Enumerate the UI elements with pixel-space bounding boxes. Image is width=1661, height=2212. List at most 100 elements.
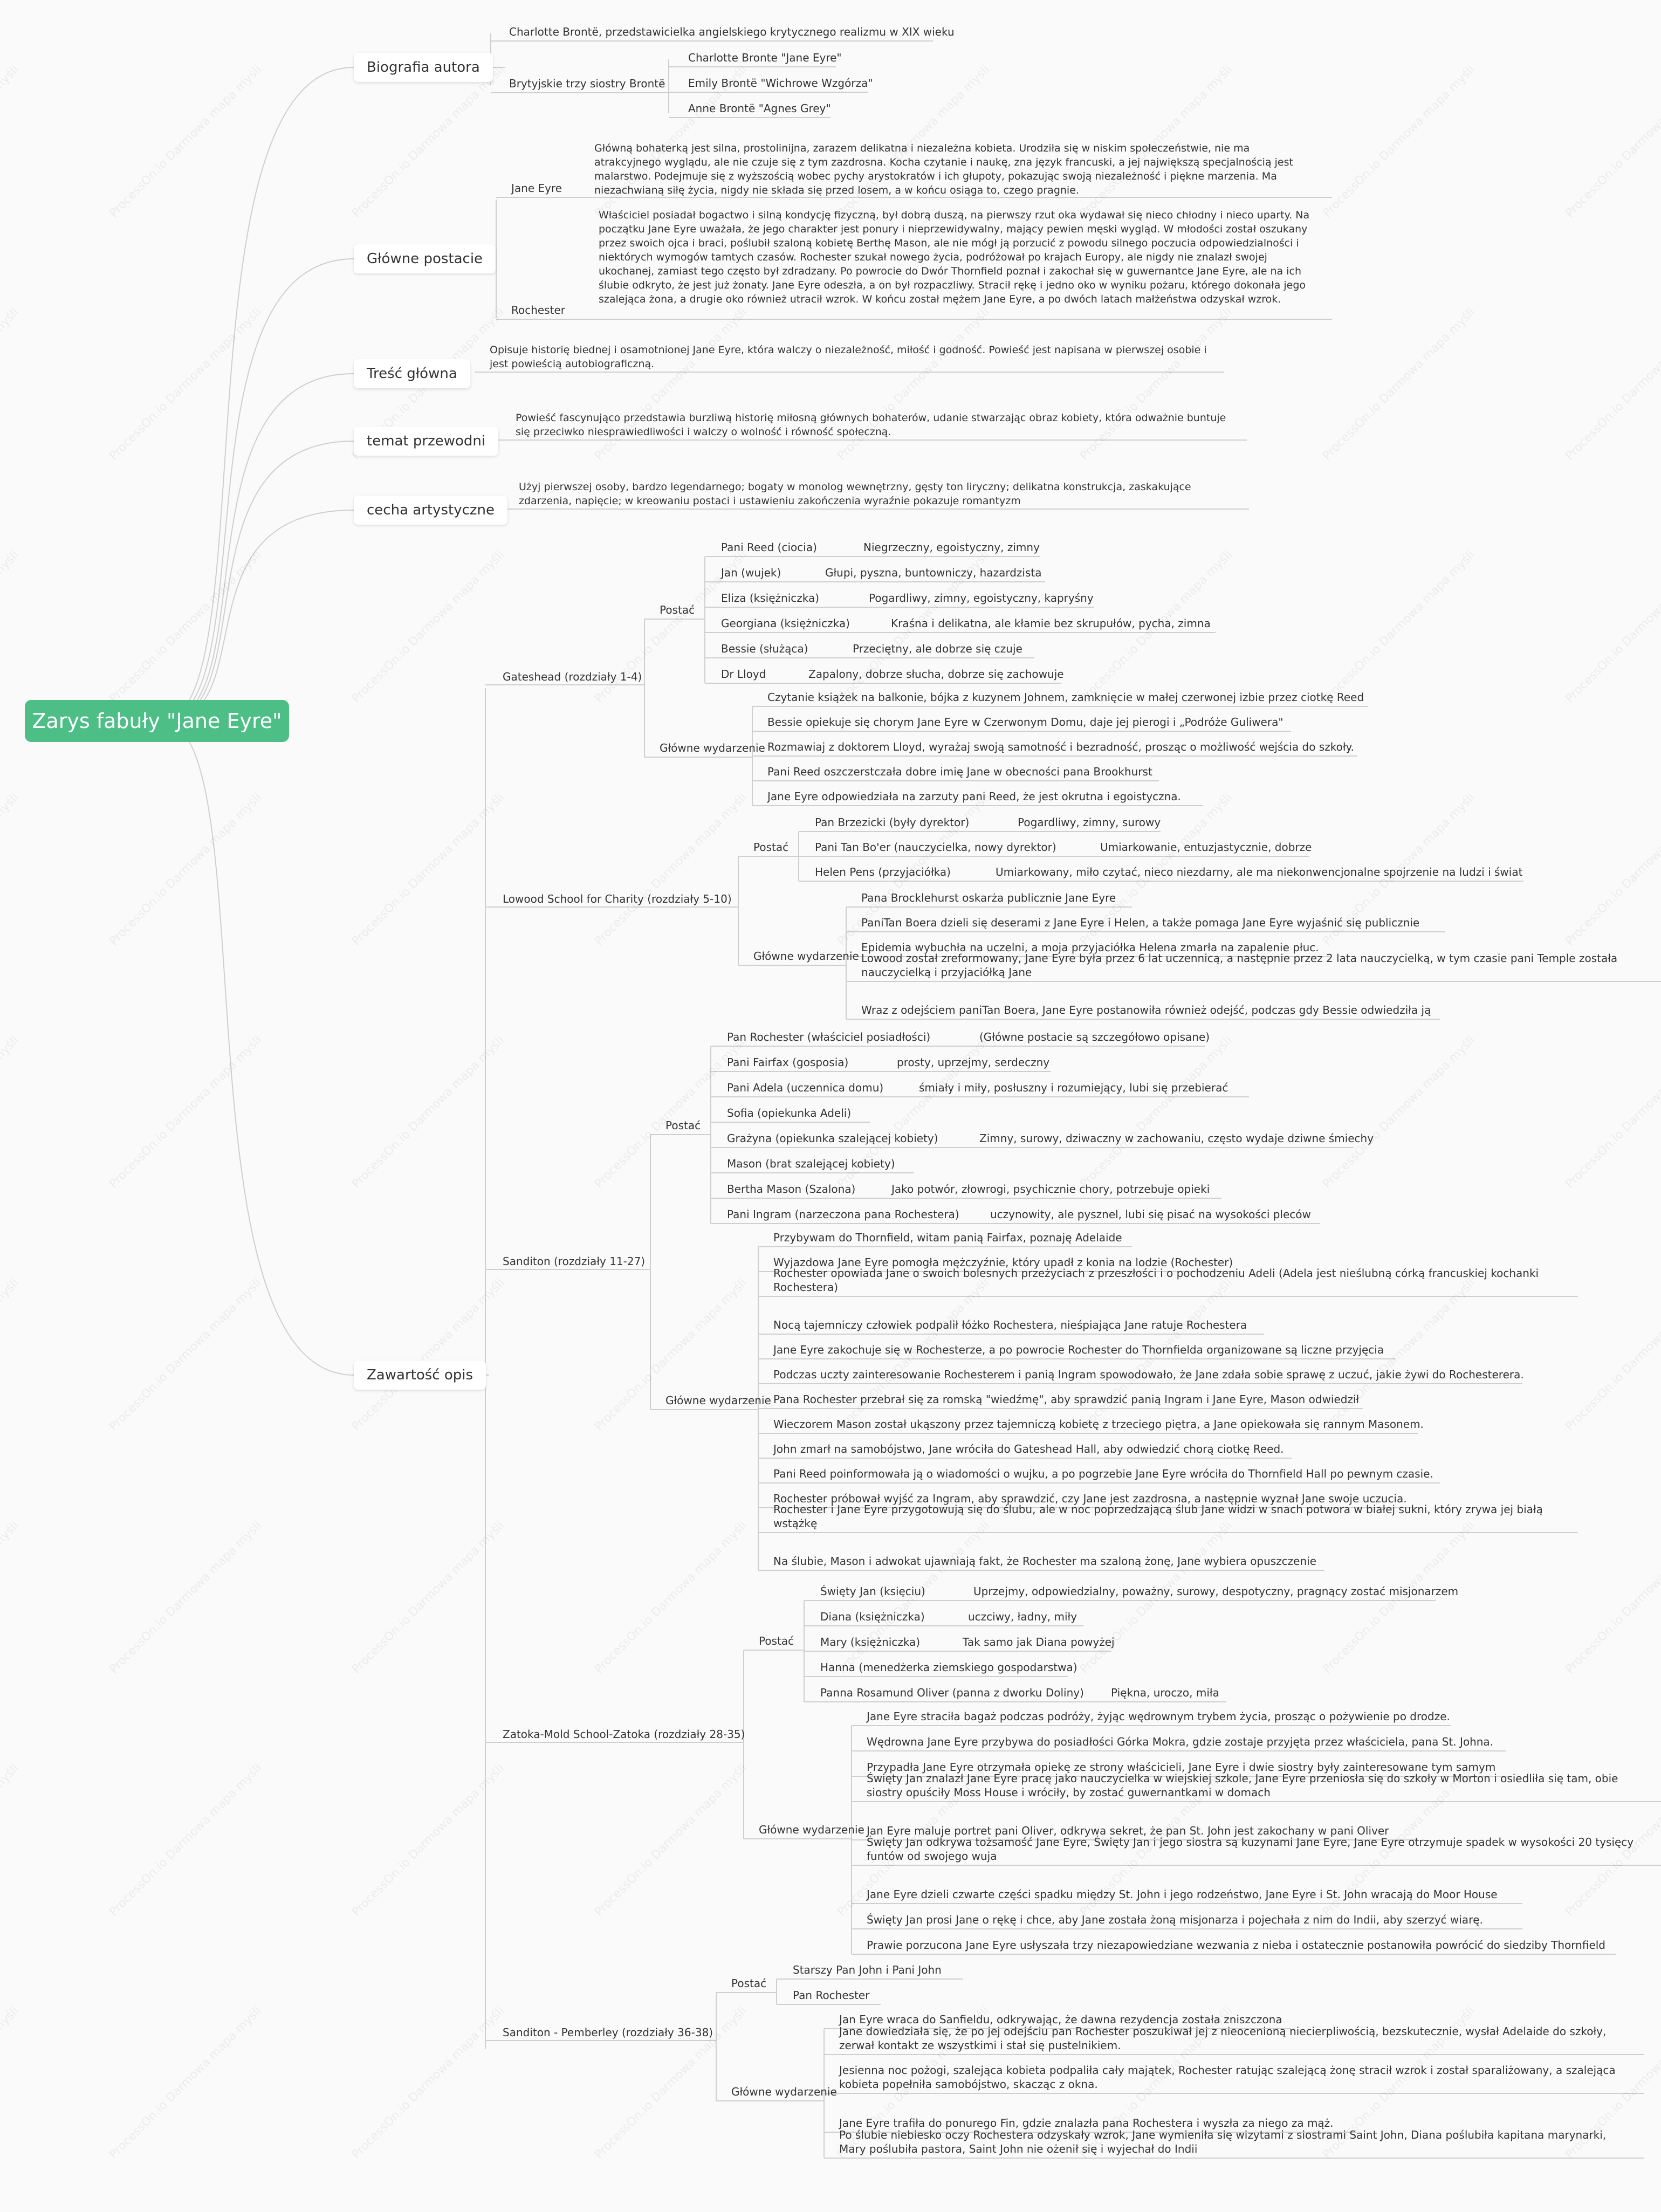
section-sanditon-characters-label[interactable]: Postać (665, 1119, 701, 1132)
event-item[interactable]: Lowood został zreformowany, Jane Eyre by… (861, 952, 1618, 979)
event-item[interactable]: Jane Eyre odpowiedziała na zarzuty pani … (767, 790, 1181, 803)
branch-biography[interactable]: Biografia autora (354, 53, 493, 82)
section-lowood-characters-label[interactable]: Postać (753, 841, 789, 854)
character-trait[interactable]: Umiarkowany, miło czytać, nieco niezdarn… (996, 865, 1523, 878)
branch-content-description[interactable]: Zawartość opis (354, 1361, 486, 1390)
event-item[interactable]: Pana Brocklehurst oskarża publicznie Jan… (861, 891, 1116, 904)
main-content-desc[interactable]: Opisuje historię biednej i osamotnionej … (490, 344, 1207, 370)
character-trait[interactable]: Pogardliwy, zimny, egoistyczny, kapryśny (869, 592, 1094, 604)
bio-three-sisters[interactable]: Brytyjskie trzy siostry Brontë (509, 77, 665, 90)
character-trait[interactable]: Zimny, surowy, dziwaczny w zachowaniu, c… (979, 1132, 1374, 1145)
event-item[interactable]: Wraz z odejściem paniTan Boera, Jane Eyr… (861, 1004, 1431, 1016)
character-trait[interactable]: prosty, uprzejmy, serdeczny (897, 1056, 1050, 1069)
char-jane-desc[interactable]: Główną bohaterką jest silna, prostolinij… (594, 142, 1293, 196)
event-item[interactable]: Na ślubie, Mason i adwokat ujawniają fak… (773, 1555, 1317, 1568)
artistic-features-desc[interactable]: Użyj pierwszej osoby, bardzo legendarneg… (519, 481, 1191, 507)
character-trait[interactable]: Uprzejmy, odpowiedzialny, poważny, surow… (973, 1585, 1459, 1598)
section-lowood[interactable]: Lowood School for Charity (rozdziały 5-1… (503, 892, 732, 905)
character-name[interactable]: Hanna (menedżerka ziemskiego gospodarstw… (820, 1661, 1077, 1674)
character-name[interactable]: Eliza (księżniczka) (721, 592, 820, 604)
character-trait[interactable]: Zapalony, dobrze słucha, dobrze się zach… (808, 668, 1064, 681)
character-name[interactable]: Sofia (opiekunka Adeli) (727, 1107, 852, 1119)
event-item[interactable]: Nocą tajemniczy człowiek podpalił łóżko … (773, 1318, 1247, 1331)
character-name[interactable]: Mason (brat szalejącej kobiety) (727, 1157, 895, 1170)
event-item[interactable]: Bessie opiekuje się chorym Jane Eyre w C… (767, 716, 1284, 729)
event-item[interactable]: Po ślubie niebiesko oczy Rochestera odzy… (839, 2128, 1607, 2155)
main-theme-desc[interactable]: Powieść fascynująco przedstawia burzliwą… (516, 412, 1226, 438)
character-name[interactable]: Bessie (służąca) (721, 642, 808, 655)
section-zatoka[interactable]: Zatoka-Mold School-Zatoka (rozdziały 28-… (503, 1728, 745, 1741)
char-jane-eyre[interactable]: Jane Eyre (511, 182, 562, 195)
character-name[interactable]: Pan Rochester (właściciel posiadłości) (727, 1031, 931, 1043)
branch-main-characters[interactable]: Główne postacie (354, 244, 496, 273)
event-item[interactable]: Święty Jan odkrywa tożsamość Jane Eyre, … (867, 1836, 1634, 1863)
character-trait[interactable]: uczynowity, ale pysznel, lubi się pisać … (990, 1208, 1311, 1221)
section-pemb[interactable]: Sanditon - Pemberley (rozdziały 36-38) (503, 2026, 713, 2039)
event-item[interactable]: Prawie porzucona Jane Eyre usłyszała trz… (867, 1939, 1605, 1952)
bio-charlotte-realism[interactable]: Charlotte Brontë, przedstawicielka angie… (509, 25, 955, 38)
character-trait[interactable]: Niegrzeczny, egoistyczny, zimny (863, 541, 1040, 554)
event-item[interactable]: Rochester próbował wyjść za Ingram, aby … (773, 1492, 1407, 1505)
character-trait[interactable]: Pogardliwy, zimny, surowy (1018, 816, 1161, 829)
section-sanditon-events-label[interactable]: Główne wydarzenie (665, 1394, 771, 1407)
event-item[interactable]: Wyjazdowa Jane Eyre pomogła mężczyźnie, … (773, 1256, 1233, 1269)
character-name[interactable]: Bertha Mason (Szalona) (727, 1183, 856, 1196)
character-name[interactable]: Święty Jan (księciu) (820, 1585, 925, 1598)
event-item[interactable]: Rochester i Jane Eyre przygotowują się d… (773, 1503, 1543, 1530)
event-item[interactable]: Jane Eyre dzieli czwarte części spadku m… (867, 1888, 1498, 1901)
section-sanditon[interactable]: Sanditon (rozdziały 11-27) (503, 1255, 646, 1268)
section-zatoka-characters-label[interactable]: Postać (759, 1634, 794, 1647)
character-trait[interactable]: Piękna, uroczo, miła (1111, 1686, 1219, 1699)
character-name[interactable]: Pan Brzezicki (były dyrektor) (815, 816, 970, 829)
bio-wuthering-heights[interactable]: Emily Brontë "Wichrowe Wzgórza" (688, 77, 873, 90)
character-name[interactable]: Starszy Pan John i Pani John (793, 1963, 942, 1976)
character-trait[interactable]: Umiarkowanie, entuzjastycznie, dobrze (1100, 841, 1312, 854)
event-item[interactable]: Epidemia wybuchła na uczelni, a moja prz… (861, 941, 1319, 954)
character-trait[interactable]: Przeciętny, ale dobrze się czuje (853, 642, 1022, 655)
event-item[interactable]: Jane Eyre zakochuje się w Rochesterze, a… (773, 1343, 1384, 1356)
branch-artistic-features[interactable]: cecha artystyczne (354, 496, 508, 525)
character-name[interactable]: Pani Tan Bo'er (nauczycielka, nowy dyrek… (815, 841, 1056, 854)
section-pemb-characters-label[interactable]: Postać (731, 1977, 767, 1990)
character-name[interactable]: Jan (wujek) (721, 566, 781, 579)
event-item[interactable]: Pani Reed poinformowała ją o wiadomości … (773, 1467, 1433, 1480)
event-item[interactable]: Rochester opowiada Jane o swoich bolesny… (773, 1267, 1539, 1294)
branch-main-content[interactable]: Treść główna (354, 359, 470, 388)
character-name[interactable]: Dr Lloyd (721, 668, 766, 681)
character-trait[interactable]: śmiały i miły, posłuszny i rozumiejący, … (919, 1081, 1228, 1094)
event-item[interactable]: Święty Jan prosi Jane o rękę i chce, aby… (867, 1913, 1483, 1926)
character-name[interactable]: Pani Adela (uczennica domu) (727, 1081, 884, 1094)
event-item[interactable]: Pana Rochester przebrał się za romską "w… (773, 1393, 1360, 1406)
section-pemb-events-label[interactable]: Główne wydarzenie (731, 2085, 837, 2098)
character-name[interactable]: Georgiana (księżniczka) (721, 617, 850, 630)
event-item[interactable]: Jesienna noc pożogi, szalejąca kobieta p… (839, 2064, 1616, 2091)
event-item[interactable]: Przybywam do Thornfield, witam panią Fai… (773, 1231, 1122, 1244)
character-name[interactable]: Helen Pens (przyjaciółka) (815, 865, 951, 878)
section-zatoka-events-label[interactable]: Główne wydarzenie (759, 1823, 864, 1836)
event-item[interactable]: Jane dowiedziała się, że po jej odejściu… (839, 2025, 1607, 2052)
character-trait[interactable]: Kraśna i delikatna, ale kłamie bez skrup… (891, 617, 1211, 630)
character-name[interactable]: Pani Fairfax (gosposia) (727, 1056, 849, 1069)
event-item[interactable]: Przypadła Jane Eyre otrzymała opiekę ze … (867, 1761, 1496, 1774)
event-item[interactable]: Święty Jan znalazł Jane Eyre pracę jako … (867, 1772, 1618, 1799)
event-item[interactable]: Pani Reed oszczerstczała dobre imię Jane… (767, 765, 1152, 778)
bio-agnes-grey[interactable]: Anne Brontë "Agnes Grey" (688, 102, 831, 115)
character-trait[interactable]: Głupi, pyszna, buntowniczy, hazardzista (825, 566, 1042, 579)
character-trait[interactable]: Jako potwór, złowrogi, psychicznie chory… (891, 1183, 1210, 1196)
event-item[interactable]: Czytanie książek na balkonie, bójka z ku… (767, 691, 1364, 704)
character-name[interactable]: Grażyna (opiekunka szalejącej kobiety) (727, 1132, 938, 1145)
character-name[interactable]: Diana (księżniczka) (820, 1610, 925, 1623)
root-topic[interactable]: Zarys fabuły "Jane Eyre" (25, 700, 289, 742)
event-item[interactable]: PaniTan Boera dzieli się deserami z Jane… (861, 916, 1420, 929)
character-trait[interactable]: Tak samo jak Diana powyżej (963, 1636, 1115, 1648)
character-trait[interactable]: uczciwy, ładny, miły (968, 1610, 1077, 1623)
branch-main-theme[interactable]: temat przewodni (354, 427, 499, 456)
character-name[interactable]: Panna Rosamund Oliver (panna z dworku Do… (820, 1686, 1084, 1699)
bio-jane-eyre-book[interactable]: Charlotte Bronte "Jane Eyre" (688, 51, 842, 64)
section-gates-events-label[interactable]: Główne wydarzenie (660, 741, 765, 754)
event-item[interactable]: Jane Eyre straciła bagaż podczas podróży… (867, 1710, 1450, 1723)
character-name[interactable]: Pan Rochester (793, 1989, 870, 2002)
char-rochester-desc[interactable]: Właściciel posiadał bogactwo i silną kon… (599, 209, 1310, 305)
character-name[interactable]: Mary (księżniczka) (820, 1636, 921, 1648)
character-name[interactable]: Pani Ingram (narzeczona pana Rochestera) (727, 1208, 959, 1221)
